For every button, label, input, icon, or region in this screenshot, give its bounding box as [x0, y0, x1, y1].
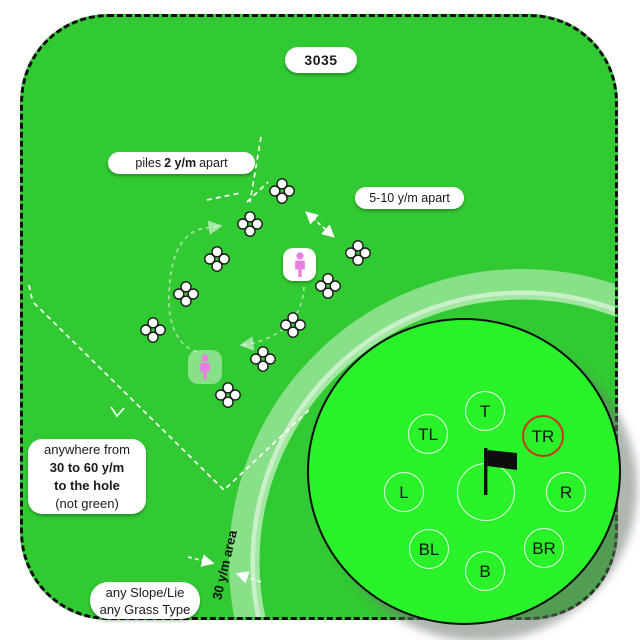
hole-position-BL: BL — [409, 529, 449, 569]
hole-position-BR: BR — [524, 528, 564, 568]
hole-label: B — [479, 561, 491, 581]
player-2 — [188, 350, 222, 384]
conditions-line1: any Slope/Lie — [105, 584, 185, 600]
distance-line1: anywhere from — [44, 441, 130, 457]
drill-number-badge: 3035 — [285, 47, 357, 73]
row-spacing-text: 5-10 y/m apart — [369, 191, 450, 205]
hole-label: TR — [531, 426, 555, 446]
piles-value: 2 y/m — [164, 156, 197, 170]
person-icon — [200, 354, 210, 379]
hole-position-B: B — [465, 551, 505, 591]
conditions-label: any Slope/Lie any Grass Type — [90, 582, 200, 619]
hole-position-R: R — [546, 472, 586, 512]
hole-position-TR-highlighted: TR — [522, 415, 564, 457]
putting-green: T TL TR L R BL BR B — [307, 318, 621, 625]
hole-label: L — [399, 482, 409, 502]
hole-label: T — [479, 401, 491, 421]
person-icon — [294, 251, 305, 277]
piles-suffix: apart — [199, 156, 228, 170]
distance-line4: (not green) — [55, 495, 119, 511]
piles-spacing-label: piles 2 y/m apart — [108, 152, 255, 174]
player-1 — [283, 248, 316, 281]
distance-line3: to the hole — [54, 477, 120, 493]
conditions-line2: any Grass Type — [99, 601, 191, 617]
hole-label: BL — [418, 539, 440, 559]
hole-position-TL: TL — [408, 414, 448, 454]
row-spacing-label: 5-10 y/m apart — [355, 187, 464, 209]
hole-position-T: T — [465, 391, 505, 431]
hole-label: R — [559, 482, 573, 502]
hole-label: TL — [418, 424, 438, 444]
hole-position-L: L — [384, 472, 424, 512]
piles-prefix: piles — [135, 156, 162, 170]
flag-icon — [484, 448, 517, 495]
hole-label: BR — [532, 538, 556, 558]
drill-number: 3035 — [304, 52, 338, 68]
distance-instruction-label: anywhere from 30 to 60 y/m to the hole (… — [28, 439, 146, 514]
distance-line2: 30 to 60 y/m — [49, 459, 125, 475]
